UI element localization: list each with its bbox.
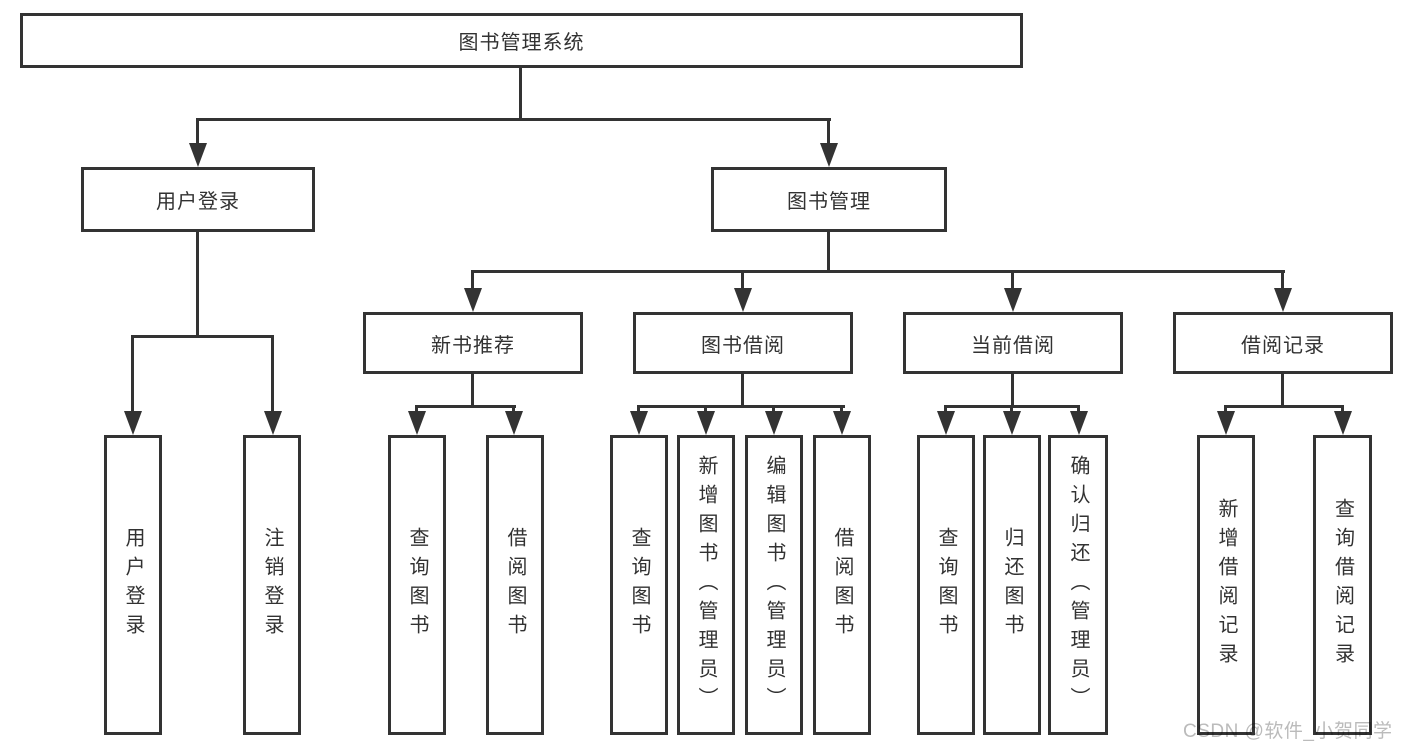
connector-line xyxy=(196,118,199,146)
arrow-down-icon xyxy=(1070,411,1088,435)
connector-line xyxy=(840,405,843,414)
connector-line xyxy=(1011,374,1014,405)
arrow-down-icon xyxy=(1334,411,1352,435)
leaf-user-logout: 注销登录 xyxy=(243,435,301,735)
connector-line xyxy=(827,232,830,270)
arrow-down-icon xyxy=(124,411,142,435)
connector-line xyxy=(415,405,418,414)
leaf-label: 编辑图书（管理员） xyxy=(763,454,785,716)
node-library-management-system: 图书管理系统 xyxy=(20,13,1023,68)
leaf-current-query-books: 查询图书 xyxy=(917,435,975,735)
arrow-down-icon xyxy=(189,143,207,167)
node-label: 图书管理 xyxy=(787,191,871,213)
connector-line xyxy=(704,405,707,414)
connector-line xyxy=(1224,405,1227,414)
arrow-down-icon xyxy=(1274,288,1292,312)
arrow-down-icon xyxy=(734,288,752,312)
connector-line xyxy=(1010,405,1013,414)
node-current-borrowing: 当前借阅 xyxy=(903,312,1123,374)
leaf-label: 用户登录 xyxy=(122,527,144,643)
connector-line xyxy=(741,374,744,405)
leaf-borrow-query-books: 查询图书 xyxy=(610,435,668,735)
leaf-label: 确认归还（管理员） xyxy=(1067,454,1089,716)
leaf-borrow-lend-books: 借阅图书 xyxy=(813,435,871,735)
arrow-down-icon xyxy=(937,411,955,435)
node-label: 新书推荐 xyxy=(431,334,515,357)
connector-line xyxy=(196,118,831,121)
connector-line xyxy=(637,405,640,414)
node-label: 图书借阅 xyxy=(701,334,785,357)
arrow-down-icon xyxy=(1217,411,1235,435)
connector-line xyxy=(1341,405,1344,414)
arrow-down-icon xyxy=(820,143,838,167)
arrow-down-icon xyxy=(408,411,426,435)
leaf-current-return-books: 归还图书 xyxy=(983,435,1041,735)
node-label: 借阅记录 xyxy=(1241,334,1325,357)
leaf-records-query-record: 查询借阅记录 xyxy=(1313,435,1372,735)
node-book-borrowing: 图书借阅 xyxy=(633,312,853,374)
connector-line xyxy=(471,374,474,405)
leaf-label: 注销登录 xyxy=(261,527,283,643)
arrow-down-icon xyxy=(833,411,851,435)
connector-line xyxy=(637,405,845,408)
connector-line xyxy=(471,270,474,290)
arrow-down-icon xyxy=(1003,411,1021,435)
connector-line xyxy=(196,232,199,335)
arrow-down-icon xyxy=(505,411,523,435)
csdn-watermark: CSDN @软件_小贺同学 xyxy=(1183,721,1393,742)
connector-line xyxy=(827,118,830,146)
connector-line xyxy=(1281,270,1284,290)
connector-line xyxy=(1281,374,1284,405)
connector-line xyxy=(772,405,775,414)
connector-line xyxy=(741,270,744,290)
leaf-user-login: 用户登录 xyxy=(104,435,162,735)
leaf-new-borrow-books: 借阅图书 xyxy=(486,435,544,735)
leaf-new-query-books: 查询图书 xyxy=(388,435,446,735)
node-label: 当前借阅 xyxy=(971,334,1055,357)
leaf-label: 新增图书（管理员） xyxy=(695,454,717,716)
connector-line xyxy=(1224,405,1344,408)
connector-line xyxy=(944,405,947,414)
node-user-login-group: 用户登录 xyxy=(81,167,315,232)
arrow-down-icon xyxy=(464,288,482,312)
connector-line xyxy=(512,405,515,414)
arrow-down-icon xyxy=(1004,288,1022,312)
connector-line xyxy=(415,405,516,408)
node-label: 图书管理系统 xyxy=(458,32,585,54)
leaf-label: 查询图书 xyxy=(628,527,650,643)
node-book-management-group: 图书管理 xyxy=(711,167,947,232)
leaf-label: 借阅图书 xyxy=(504,527,526,643)
leaf-label: 新增借阅记录 xyxy=(1215,498,1237,672)
node-new-book-recommend: 新书推荐 xyxy=(363,312,583,374)
connector-line xyxy=(1077,405,1080,414)
leaf-records-add-record: 新增借阅记录 xyxy=(1197,435,1255,735)
node-borrowing-records: 借阅记录 xyxy=(1173,312,1393,374)
leaf-current-confirm-return-admin: 确认归还（管理员） xyxy=(1048,435,1108,735)
leaf-borrow-edit-books-admin: 编辑图书（管理员） xyxy=(745,435,803,735)
leaf-label: 借阅图书 xyxy=(831,527,853,643)
node-label: 用户登录 xyxy=(156,191,240,213)
arrow-down-icon xyxy=(630,411,648,435)
connector-line xyxy=(131,335,274,338)
leaf-label: 归还图书 xyxy=(1001,527,1023,643)
connector-line xyxy=(471,270,1285,273)
connector-line xyxy=(131,335,134,413)
arrow-down-icon xyxy=(264,411,282,435)
leaf-borrow-add-books-admin: 新增图书（管理员） xyxy=(677,435,735,735)
leaf-label: 查询图书 xyxy=(406,527,428,643)
connector-line xyxy=(519,68,522,118)
connector-line xyxy=(271,335,274,413)
leaf-label: 查询借阅记录 xyxy=(1331,498,1354,672)
arrow-down-icon xyxy=(697,411,715,435)
leaf-label: 查询图书 xyxy=(935,527,957,643)
arrow-down-icon xyxy=(765,411,783,435)
connector-line xyxy=(1011,270,1014,290)
